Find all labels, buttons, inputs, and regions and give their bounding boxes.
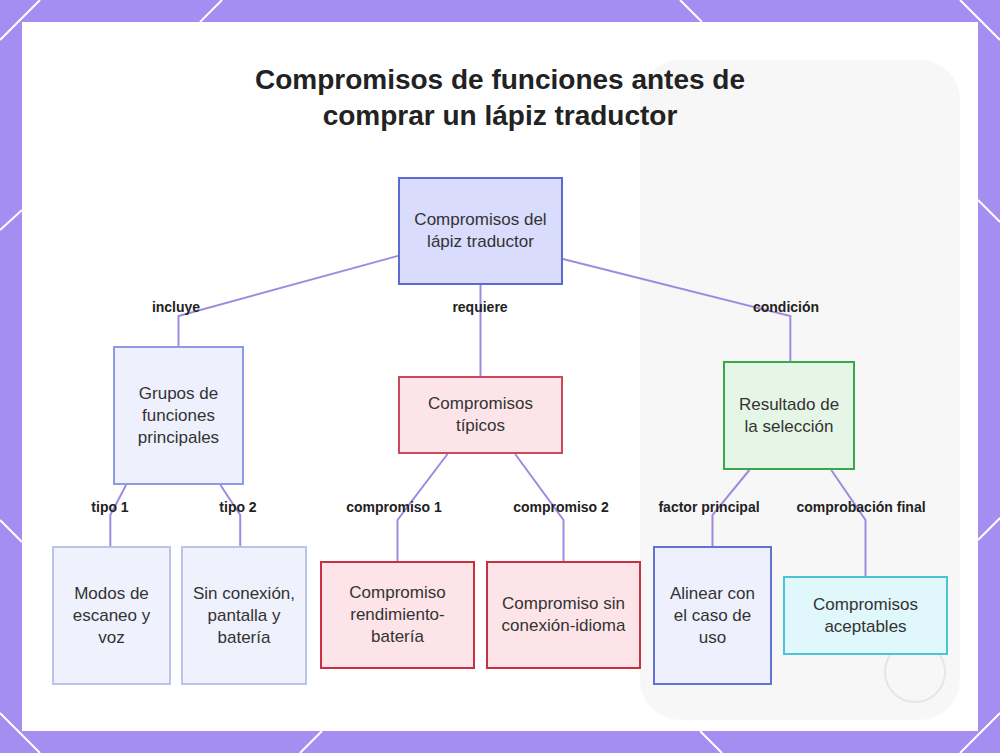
- node-text: Grupos de funciones principales: [123, 383, 234, 449]
- edge-label: condición: [753, 299, 819, 315]
- edge-label: tipo 2: [219, 499, 256, 515]
- concept-box: Compromiso rendimiento-batería: [320, 561, 475, 669]
- node-text: Modos de escaneo y voz: [62, 583, 161, 649]
- concept-box: Compromisos aceptables: [783, 576, 948, 655]
- connector-line: [179, 256, 399, 346]
- node-text: Compromisos del lápiz traductor: [408, 209, 553, 253]
- edge-label: compromiso 2: [513, 499, 609, 515]
- concept-box: Sin conexión, pantalla y batería: [181, 546, 307, 685]
- edge-label: compromiso 1: [346, 499, 442, 515]
- faded-device: [640, 60, 960, 720]
- concept-box: Compromisos del lápiz traductor: [398, 177, 563, 285]
- node-text: Sin conexión, pantalla y batería: [191, 583, 297, 649]
- edge-label: tipo 1: [91, 499, 128, 515]
- edge-label: comprobación final: [796, 499, 925, 515]
- connector-line: [831, 470, 865, 576]
- edge-label: incluye: [152, 299, 200, 315]
- edge-label: requiere: [452, 299, 507, 315]
- concept-box: Compromisos típicos: [398, 376, 563, 454]
- concept-box: Modos de escaneo y voz: [52, 546, 171, 685]
- connector-line: [220, 485, 240, 546]
- concept-box: Grupos de funciones principales: [113, 346, 244, 485]
- diagram-title: Compromisos de funciones antes de compra…: [200, 62, 800, 134]
- concept-box: Compromiso sin conexión-idioma: [486, 561, 641, 669]
- node-text: Compromiso sin conexión-idioma: [496, 593, 631, 637]
- connector-line: [480, 285, 482, 376]
- node-text: Compromisos típicos: [408, 393, 553, 437]
- concept-box: Alinear con el caso de uso: [653, 546, 772, 685]
- concept-box: Resultado de la selección: [723, 361, 855, 470]
- node-text: Compromiso rendimiento-batería: [330, 582, 465, 648]
- node-text: Resultado de la selección: [733, 394, 845, 438]
- edge-label: factor principal: [658, 499, 759, 515]
- inner-panel: [22, 22, 978, 731]
- node-text: Compromisos aceptables: [793, 594, 938, 638]
- connector-line: [110, 485, 126, 546]
- node-text: Alinear con el caso de uso: [663, 583, 762, 649]
